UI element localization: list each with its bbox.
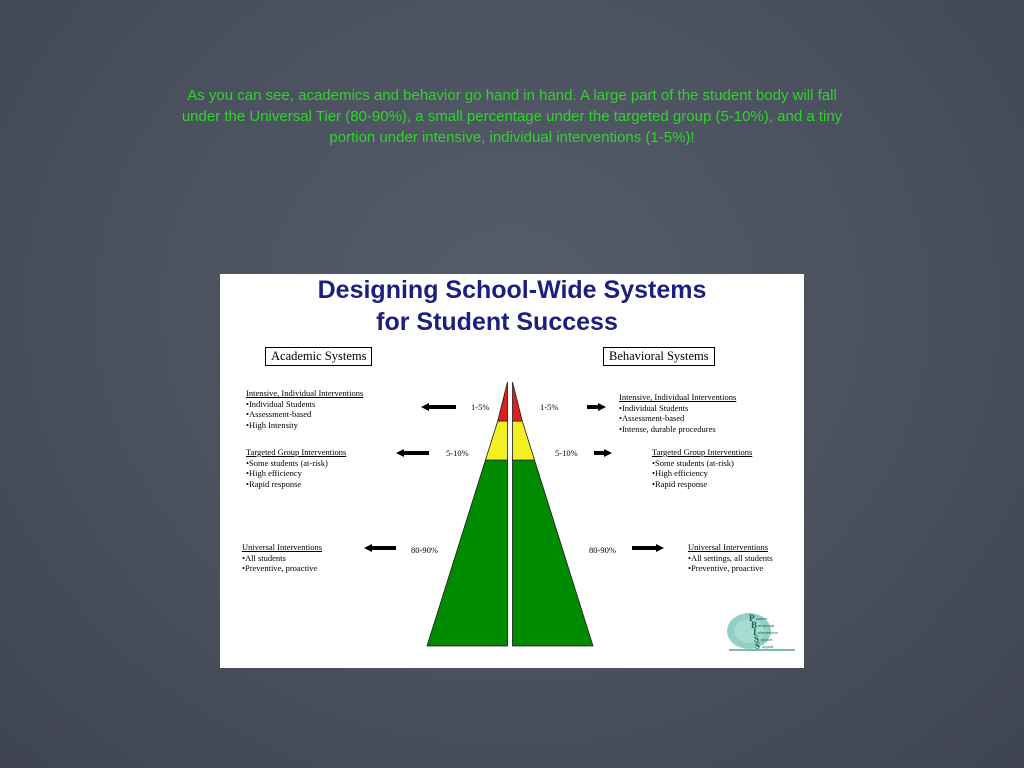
behavioral-intensive-item: •Intense, durable procedures xyxy=(619,424,736,435)
pbis-logo-icon: P B I S S ositive ehavioral ntervention … xyxy=(725,607,797,653)
behavioral-intensive-heading: Intensive, Individual Interventions xyxy=(619,392,736,403)
academic-universal-item: •Preventive, proactive xyxy=(242,563,322,574)
behavioral-targeted-heading: Targeted Group Interventions xyxy=(652,447,752,458)
caption-line-1: As you can see, academics and behavior g… xyxy=(100,85,924,106)
pbis-triangle-figure: Designing School-Wide Systems for Studen… xyxy=(220,274,804,668)
behavioral-targeted-block: Targeted Group Interventions •Some stude… xyxy=(652,447,752,489)
academic-targeted-item: •Some students (at-risk) xyxy=(246,458,346,469)
academic-targeted-item: •High efficiency xyxy=(246,468,346,479)
behavioral-tier-intensive xyxy=(513,382,523,421)
behavioral-universal-heading: Universal Interventions xyxy=(688,542,773,553)
behavioral-universal-block: Universal Interventions •All settings, a… xyxy=(688,542,773,574)
academic-intensive-heading: Intensive, Individual Interventions xyxy=(246,388,363,399)
pct-intensive-right: 1-5% xyxy=(540,402,558,412)
academic-intensive-item: •High Intensity xyxy=(246,420,363,431)
behavioral-tier-targeted xyxy=(513,421,535,460)
pct-universal-right: 80-90% xyxy=(589,545,616,555)
logo-word-1: ositive xyxy=(756,616,768,621)
academic-tier-targeted xyxy=(485,421,507,460)
academic-universal-block: Universal Interventions •All students •P… xyxy=(242,542,322,574)
logo-word-4: upport xyxy=(761,637,773,642)
behavioral-targeted-item: •Some students (at-risk) xyxy=(652,458,752,469)
academic-universal-heading: Universal Interventions xyxy=(242,542,322,553)
behavioral-universal-item: •Preventive, proactive xyxy=(688,563,773,574)
academic-tier-intensive xyxy=(498,382,508,421)
pct-intensive-left: 1-5% xyxy=(471,402,489,412)
behavioral-targeted-item: •Rapid response xyxy=(652,479,752,490)
pct-universal-left: 80-90% xyxy=(411,545,438,555)
academic-universal-item: •All students xyxy=(242,553,322,564)
behavioral-intensive-block: Intensive, Individual Interventions •Ind… xyxy=(619,392,736,434)
academic-intensive-item: •Individual Students xyxy=(246,399,363,410)
pct-targeted-right: 5-10% xyxy=(555,448,578,458)
logo-word-5: upport xyxy=(762,644,774,649)
logo-word-2: ehavioral xyxy=(758,623,774,628)
academic-targeted-block: Targeted Group Interventions •Some stude… xyxy=(246,447,346,489)
logo-word-3: ntervention xyxy=(758,630,778,635)
behavioral-targeted-item: •High efficiency xyxy=(652,468,752,479)
behavioral-universal-item: •All settings, all students xyxy=(688,553,773,564)
academic-tier-universal xyxy=(427,460,508,646)
pct-targeted-left: 5-10% xyxy=(446,448,469,458)
academic-intensive-block: Intensive, Individual Interventions •Ind… xyxy=(246,388,363,430)
academic-intensive-item: •Assessment-based xyxy=(246,409,363,420)
caption-line-3: portion under intensive, individual inte… xyxy=(100,127,924,148)
behavioral-intensive-item: •Assessment-based xyxy=(619,413,736,424)
academic-targeted-item: •Rapid response xyxy=(246,479,346,490)
caption-line-2: under the Universal Tier (80-90%), a sma… xyxy=(100,106,924,127)
slide-caption: As you can see, academics and behavior g… xyxy=(100,85,924,148)
behavioral-tier-universal xyxy=(513,460,594,646)
academic-targeted-heading: Targeted Group Interventions xyxy=(246,447,346,458)
behavioral-intensive-item: •Individual Students xyxy=(619,403,736,414)
